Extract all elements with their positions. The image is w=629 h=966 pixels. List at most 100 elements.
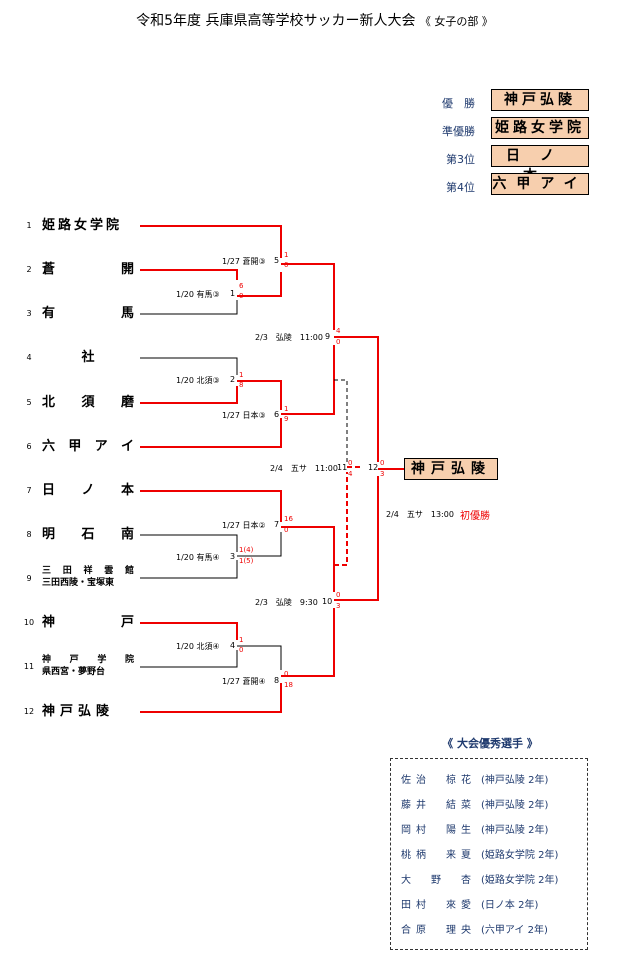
player-school: (六甲アイ 2年) (481, 925, 548, 936)
team-num: 7 (26, 486, 32, 495)
player-school: (日ノ本 2年) (481, 900, 539, 911)
line-team3 (140, 300, 238, 315)
champion-box: 神戸弘陵 (404, 458, 498, 480)
first-win-label: 初優勝 (460, 511, 490, 522)
rank-box-4: 六甲アイ (491, 173, 589, 195)
team-name: 北須磨 (42, 395, 134, 410)
team-name: 社 (81, 350, 95, 365)
score: 0 (239, 646, 244, 654)
rank-box-3: 日ノ本 (491, 145, 589, 184)
player-school: (姫路女学院 2年) (481, 875, 559, 886)
player-school: (姫路女学院 2年) (481, 850, 559, 861)
team-name: 明石南 (42, 527, 134, 542)
match-num: 8 (274, 676, 280, 685)
match-num: 2 (230, 375, 236, 384)
player-name: 岡村 陽生 (401, 825, 471, 836)
line-team9 (140, 560, 238, 579)
team-name-line1: 三田祥雲館 (42, 566, 134, 576)
title-main: 令和5年度 兵庫県高等学校サッカー新人大会 (136, 13, 416, 29)
match-num: 1 (230, 289, 236, 298)
player-name: 藤井 結菜 (401, 800, 471, 811)
player-school: (神戸弘陵 2年) (481, 775, 549, 786)
line-team4 (140, 357, 238, 375)
match-num: 4 (230, 641, 236, 650)
score: 16 (284, 515, 293, 523)
line-m4-winner (237, 645, 282, 670)
award-row: 桃柄 来夏 (姫路女学院 2年) (401, 846, 581, 861)
line-m7-winner (281, 526, 335, 592)
title-sub: 《 女子の部 》 (419, 15, 493, 28)
match-num: 5 (274, 256, 280, 265)
match-num: 7 (274, 520, 280, 529)
score: 3 (380, 470, 385, 478)
rank-label-3: 第3位 (446, 153, 475, 166)
score: 1 (239, 371, 244, 379)
score: 1 (284, 405, 289, 413)
team-name: 有馬 (42, 306, 134, 321)
score: 18 (284, 681, 293, 689)
rank-label-4: 第4位 (446, 181, 475, 194)
line-team12 (140, 683, 282, 713)
award-row: 藤井 結菜 (神戸弘陵 2年) (401, 796, 581, 811)
line-team5 (140, 386, 238, 404)
line-m1-winner (237, 272, 282, 297)
match-num: 10 (322, 597, 333, 606)
team-num: 2 (26, 265, 32, 274)
line-m8-winner (281, 608, 335, 677)
rank-label-1: 優 勝 (442, 97, 475, 110)
team-name: 蒼開 (42, 262, 134, 277)
award-row: 大 野 杏 (姫路女学院 2年) (401, 871, 581, 886)
line-team8 (140, 534, 238, 552)
match-num: 9 (325, 332, 331, 341)
team-num: 12 (23, 707, 35, 716)
line-m10-loser (334, 472, 348, 566)
awards-title: 《 大会優秀選手 》 (442, 737, 538, 750)
match-label: 1/20 北須③ (176, 376, 220, 385)
line-team7 (140, 490, 282, 522)
page-title: 令和5年度 兵庫県高等学校サッカー新人大会 《 女子の部 》 (0, 10, 629, 30)
team-num: 10 (23, 618, 35, 627)
team-name-line2: 県西宮・夢野台 (42, 667, 106, 677)
line-m10-winner (334, 476, 379, 601)
final-info: 2/4 五サ 13:00 (386, 510, 454, 519)
team-num: 1 (26, 221, 32, 230)
match-num: 12 (368, 463, 379, 472)
line-team11 (140, 650, 238, 668)
team-name-line1: 神戸学院 (42, 655, 134, 665)
line-m9-winner (334, 336, 379, 462)
player-school: (神戸弘陵 2年) (481, 800, 549, 811)
player-school: (神戸弘陵 2年) (481, 825, 549, 836)
match-label: 2/4 五サ 11:00 (270, 464, 338, 473)
team-name-line2: 三田西陵・宝塚東 (42, 578, 115, 588)
team-num: 3 (26, 309, 32, 318)
score: 3 (336, 602, 341, 610)
line-m5-winner (281, 263, 335, 330)
score: 0 (284, 261, 289, 269)
line-team6 (140, 418, 282, 448)
line-team10 (140, 622, 238, 640)
team-name: 日ノ本 (42, 483, 134, 498)
team-num: 11 (23, 662, 35, 671)
player-name: 佐治 椋花 (401, 775, 471, 786)
match-num: 3 (230, 552, 236, 561)
team-name: 神戸 (42, 615, 134, 630)
team-name: 姫路女学院 (42, 218, 123, 233)
award-row: 岡村 陽生 (神戸弘陵 2年) (401, 821, 581, 836)
score: 4 (348, 470, 353, 478)
award-row: 佐治 椋花 (神戸弘陵 2年) (401, 771, 581, 786)
match-label: 1/27 日本② (222, 521, 266, 530)
line-m3-winner (237, 532, 282, 557)
match-label: 1/20 有馬③ (176, 290, 220, 299)
line-m9-loser (334, 379, 348, 462)
player-name: 田村 來愛 (401, 900, 471, 911)
rank-box-1: 神戸弘陵 (491, 89, 589, 111)
match-label: 2/3 弘陵 9:30 (255, 598, 318, 607)
match-label: 1/27 蒼開④ (222, 677, 266, 686)
team-num: 6 (26, 442, 32, 451)
award-row: 田村 來愛 (日ノ本 2年) (401, 896, 581, 911)
line-team1 (140, 225, 282, 258)
match-label: 1/27 蒼開③ (222, 257, 266, 266)
score: 6 (239, 282, 244, 290)
line-m2-winner (237, 380, 282, 410)
